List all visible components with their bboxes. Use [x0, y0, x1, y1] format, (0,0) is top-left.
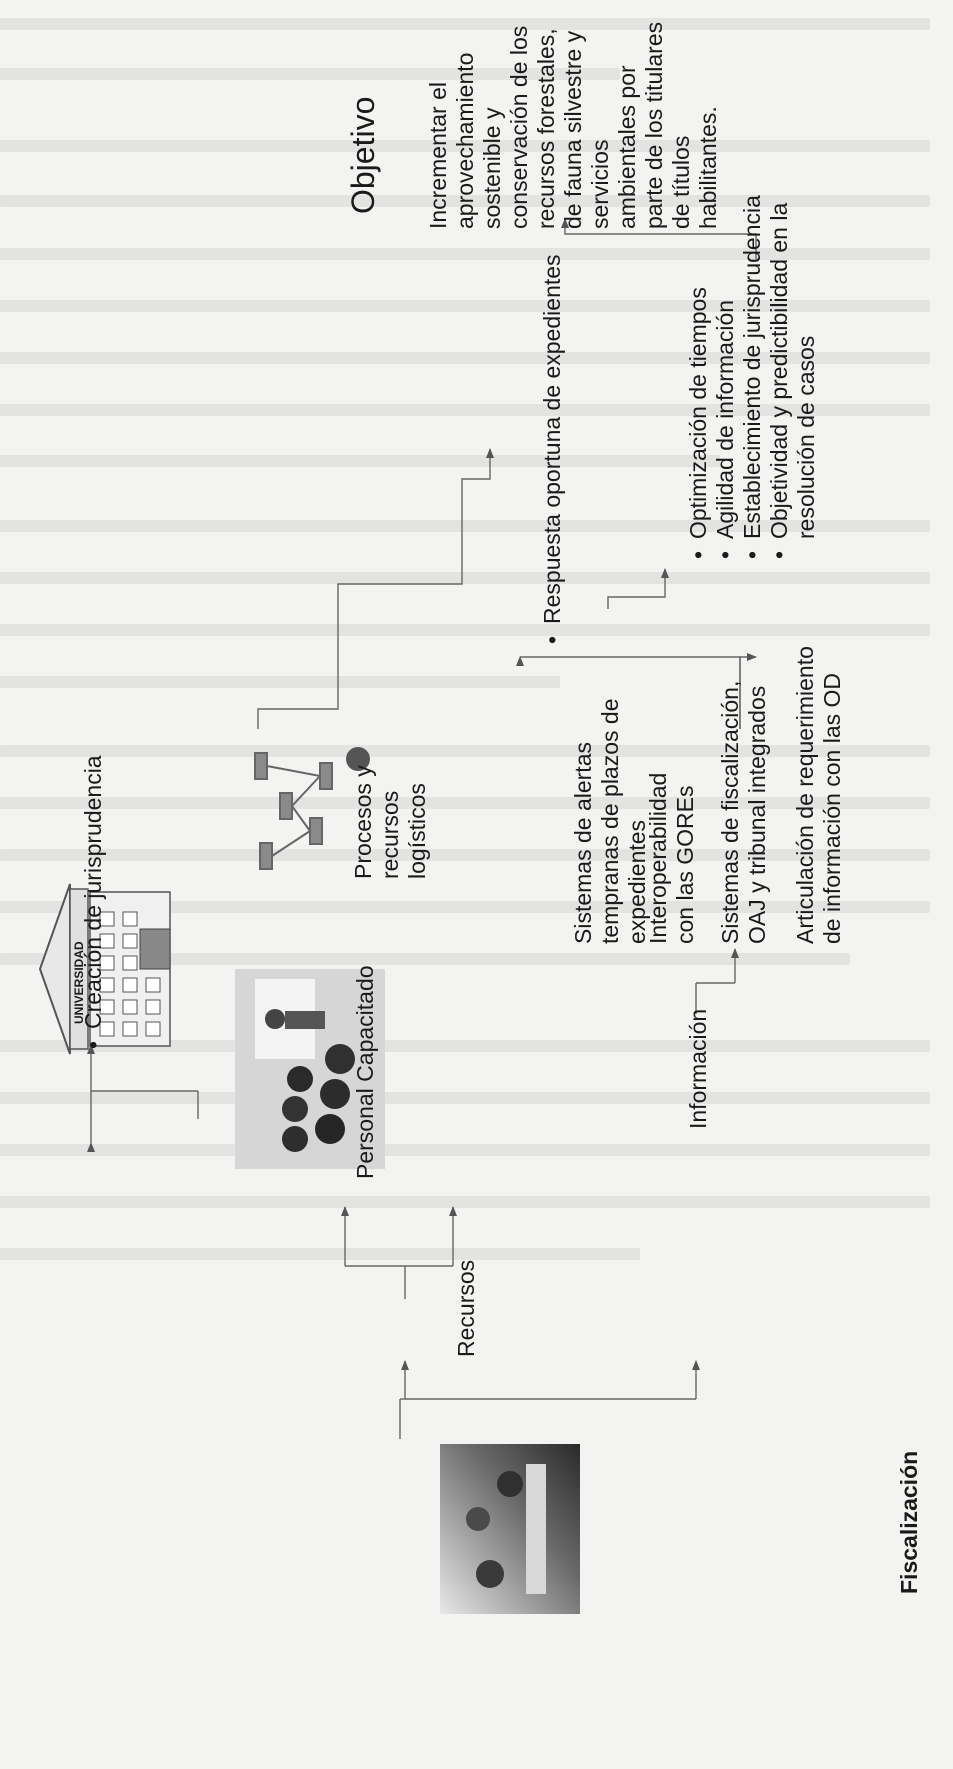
info-item-sistemas: Sistemas de fiscalización, OAJ y tribuna… — [717, 680, 770, 944]
procesos-node: Procesos y recursos logísticos — [350, 765, 430, 879]
info-item-articulacion: Articulación de requerimiento de informa… — [792, 646, 845, 944]
info-item-alertas: Sistemas de alertas tempranas de plazos … — [570, 698, 650, 945]
objetivo-text: Incrementar el aprovechamiento sostenibl… — [425, 21, 721, 229]
personal-node: Personal Capacitado — [352, 965, 378, 1179]
meeting-photo — [440, 1444, 580, 1614]
recursos-node: Recursos — [453, 1259, 479, 1357]
outcome-item: Objetividad y predictibilidad en la reso… — [766, 199, 820, 559]
objetivo-title: Objetivo — [345, 96, 381, 214]
outcome-item: Agilidad de información — [712, 195, 739, 559]
jurisprudencia-node: Creación de jurisprudencia — [80, 0, 107, 1049]
training-photo — [235, 969, 385, 1169]
outcome-item: Optimización de tiempos — [685, 195, 712, 559]
info-item-interoperabilidad: Interoperabilidad con las GOREs — [645, 772, 698, 944]
root-node-label: Fiscalización — [896, 1450, 922, 1594]
informacion-node: Información — [685, 1008, 711, 1129]
logistics-image — [240, 719, 380, 889]
outcomes-list: Optimización de tiempos Agilidad de info… — [685, 195, 820, 559]
outcome-item: Establecimiento de jurisprudencia — [739, 195, 766, 559]
